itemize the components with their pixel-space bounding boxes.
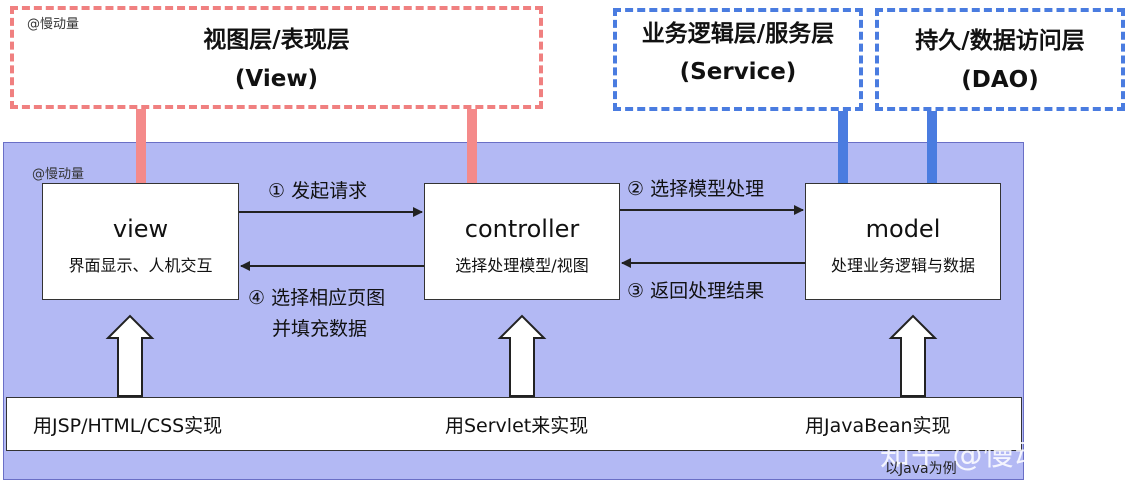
dao-connector [927, 111, 937, 184]
model-component-name: model [865, 215, 941, 243]
watermark-top: @慢动量 [27, 17, 80, 32]
view-component-name: view [112, 215, 169, 243]
dao-layer-box: 持久/数据访问层 (DAO) [875, 8, 1125, 111]
view-connector-right [467, 109, 477, 184]
view-impl-text: 用JSP/HTML/CSS实现 [33, 415, 223, 437]
view-component-desc: 界面显示、人机交互 [68, 256, 213, 275]
controller-component: controller 选择处理模型/视图 [424, 183, 620, 300]
step3-label: ③ 返回处理结果 [627, 280, 765, 302]
controller-impl-up-arrow [497, 314, 547, 397]
controller-impl-text: 用Servlet来实现 [445, 415, 589, 437]
view-impl-up-arrow [105, 314, 155, 397]
view-connector-left [136, 109, 146, 184]
view-component: view 界面显示、人机交互 [42, 183, 239, 300]
step4-label-line1: ④ 选择相应页图 [248, 287, 386, 309]
model-impl-text: 用JavaBean实现 [805, 415, 951, 437]
service-connector [838, 111, 848, 184]
view-layer-box: 视图层/表现层 (View) [10, 6, 543, 109]
step2-label: ② 选择模型处理 [627, 178, 765, 200]
model-impl-up-arrow [888, 314, 938, 397]
model-component-desc: 处理业务逻辑与数据 [830, 256, 975, 275]
site-watermark: 知乎 @慢动量 [880, 438, 1077, 473]
model-component: model 处理业务逻辑与数据 [805, 183, 1001, 300]
implementation-bar: 用JSP/HTML/CSS实现 用Servlet来实现 用JavaBean实现 [6, 397, 1022, 451]
footnote: 以Java为例 [885, 461, 957, 477]
dao-layer-title: 持久/数据访问层 [915, 28, 1085, 54]
step4-label-line2: 并填充数据 [272, 318, 368, 340]
dao-layer-subtitle: (DAO) [961, 67, 1039, 93]
watermark-panel: @慢动量 [32, 167, 85, 182]
controller-component-name: controller [464, 215, 580, 243]
service-layer-title: 业务逻辑层/服务层 [641, 21, 835, 47]
service-layer-subtitle: (Service) [679, 59, 797, 85]
view-layer-title: 视图层/表现层 [203, 27, 350, 53]
view-layer-subtitle: (View) [234, 66, 319, 92]
controller-component-desc: 选择处理模型/视图 [455, 256, 589, 275]
service-layer-box: 业务逻辑层/服务层 (Service) [613, 8, 863, 111]
step1-label: ① 发起请求 [268, 180, 368, 202]
